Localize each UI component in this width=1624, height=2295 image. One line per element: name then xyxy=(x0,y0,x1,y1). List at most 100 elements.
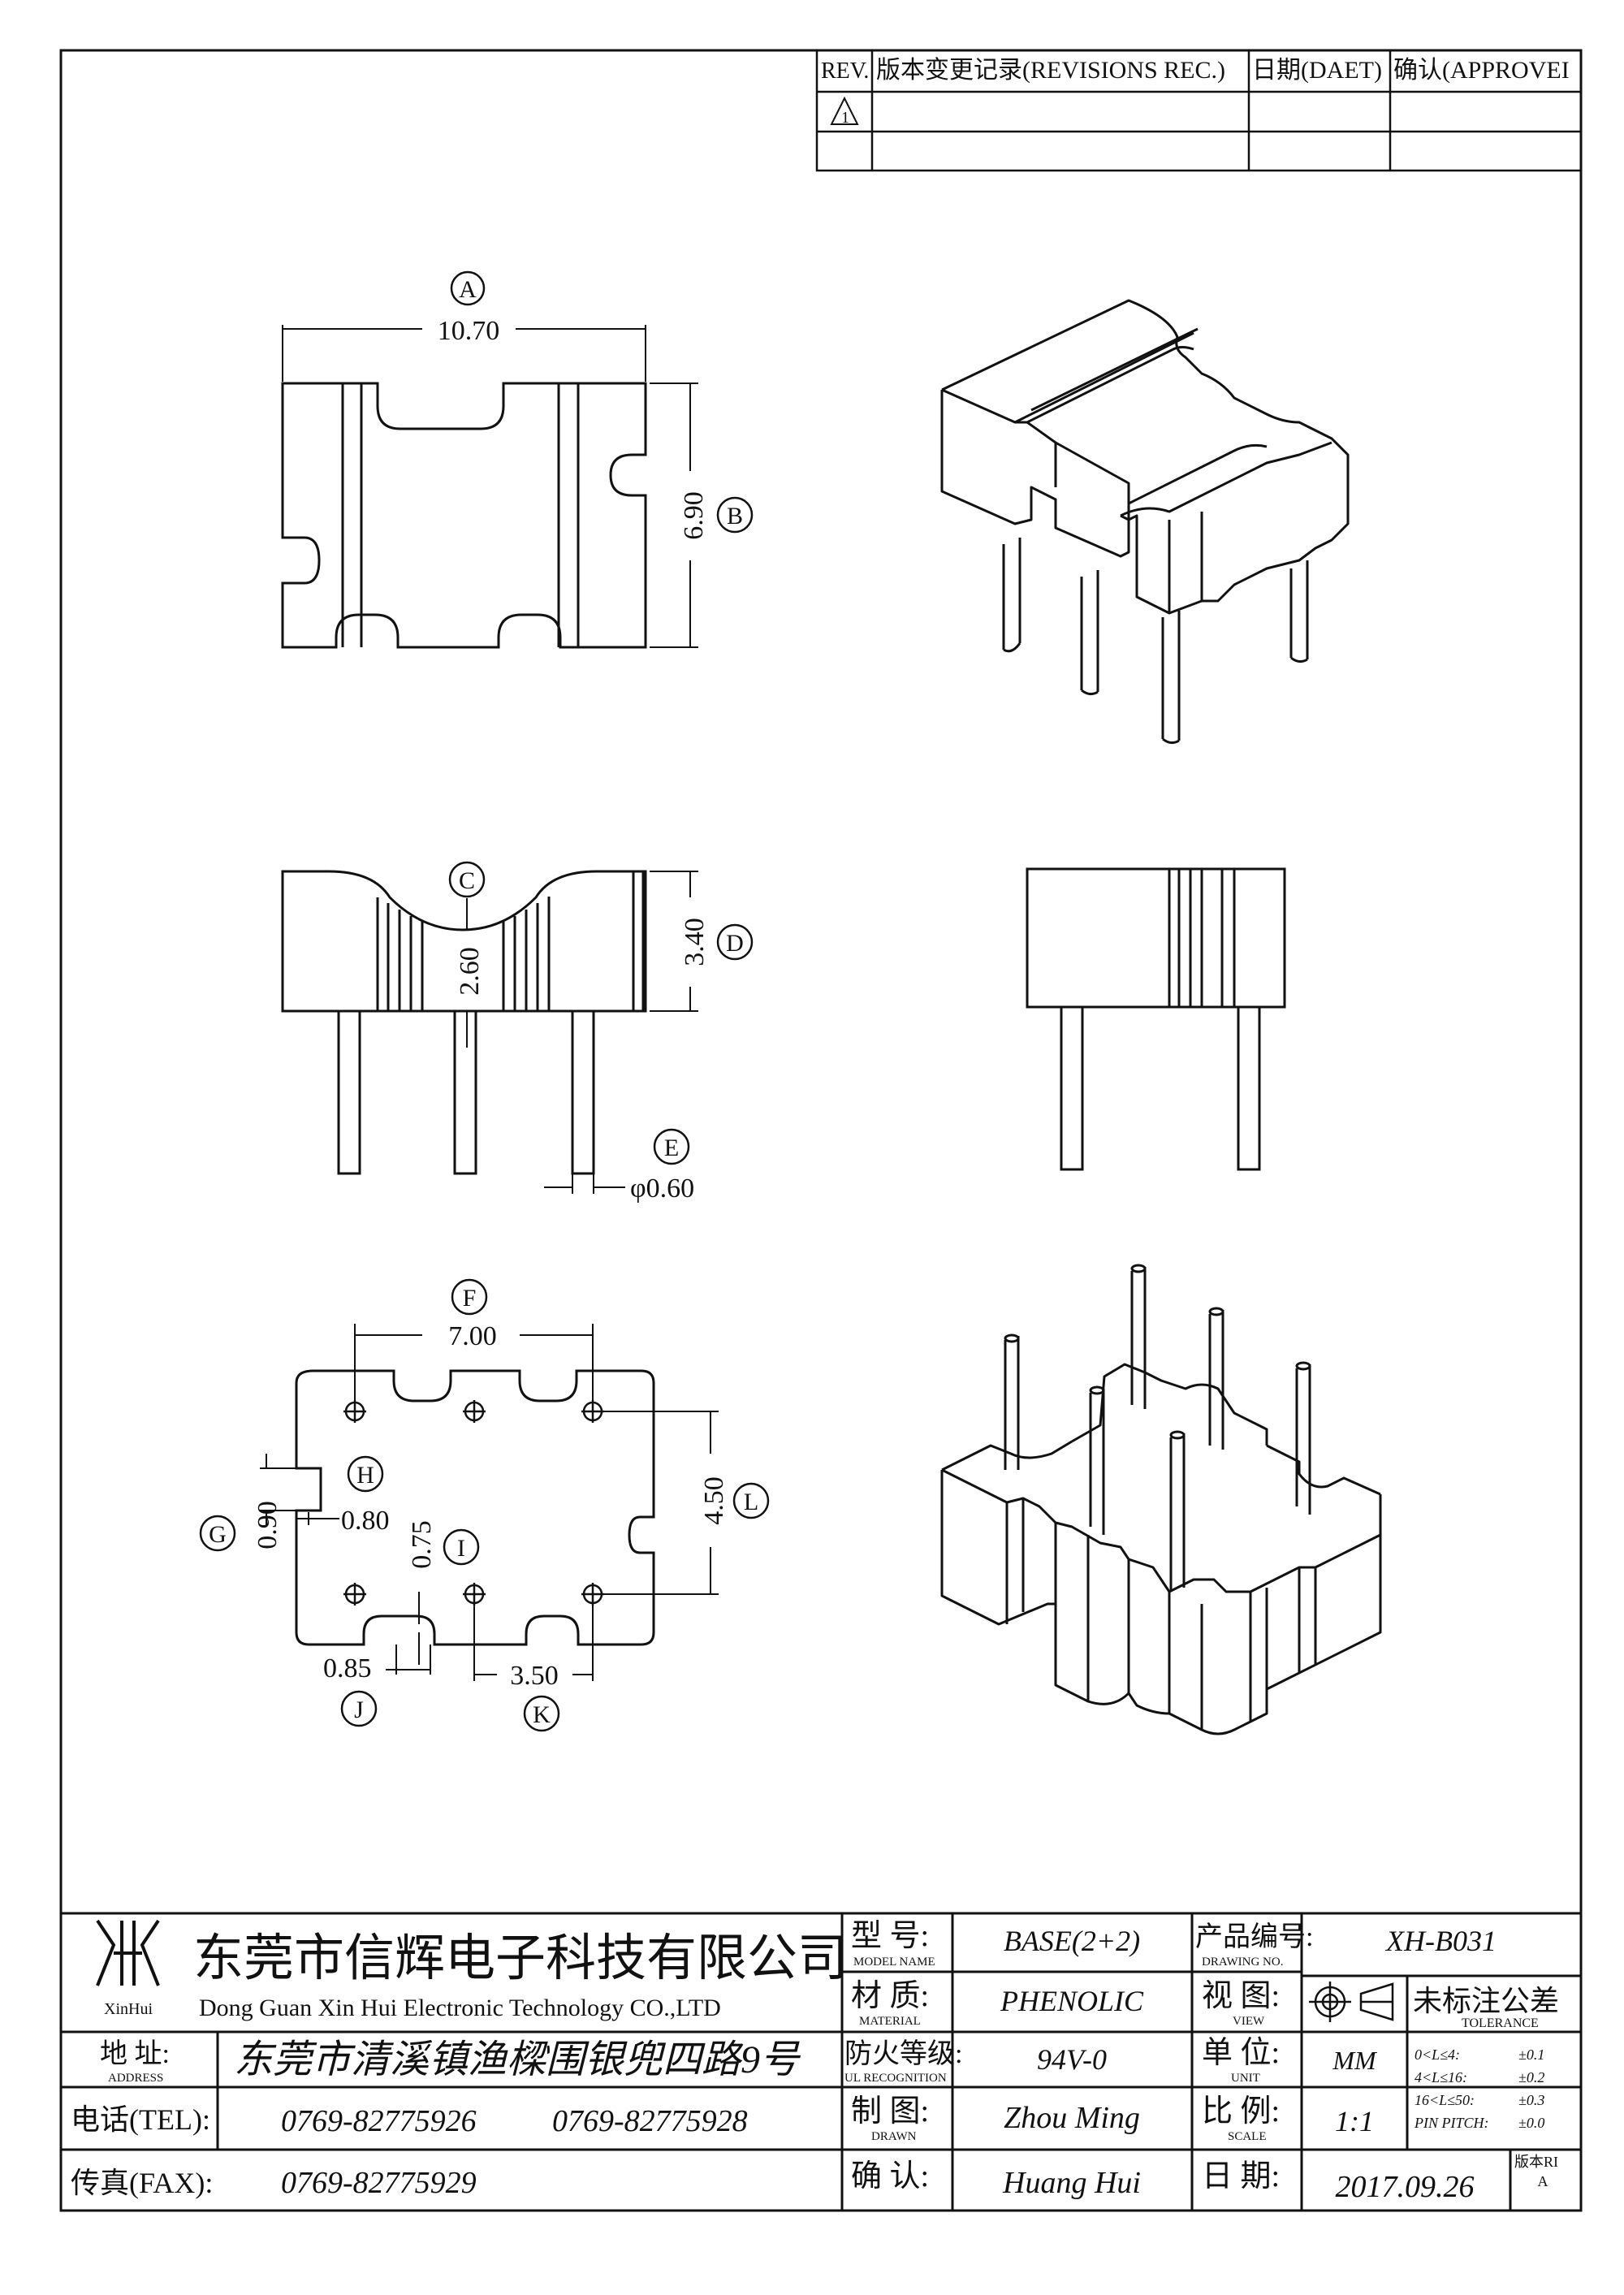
fire-rating-value: 94V-0 xyxy=(1037,2043,1107,2076)
dim-f-tag: F xyxy=(463,1285,477,1312)
fax-label: 传真(FAX): xyxy=(71,2167,213,2199)
bottom-view xyxy=(295,1369,655,1646)
fire-rating-label: 防火等级: xyxy=(844,2038,962,2069)
dim-c-lines xyxy=(464,898,469,1048)
dim-b-lines xyxy=(650,382,698,648)
unit-value: MM xyxy=(1332,2046,1378,2075)
dim-c-tag-circle xyxy=(448,861,486,898)
isometric-view-top xyxy=(940,299,1350,745)
dim-k-value: 3.50 xyxy=(510,1661,559,1691)
scale-value: 1:1 xyxy=(1335,2105,1374,2137)
dim-d-tag-circle xyxy=(716,923,754,961)
date-header: 日期(DAET) xyxy=(1252,57,1382,84)
bottom-view-holes xyxy=(343,1400,604,1606)
dim-h-value: 0.80 xyxy=(341,1506,390,1536)
dim-b-tag: B xyxy=(727,503,743,529)
dim-e-lines xyxy=(544,1173,625,1194)
dim-i-tag-circle xyxy=(443,1528,480,1566)
drawing-no-label: 产品编号: xyxy=(1195,1921,1313,1952)
dim-c-tag: C xyxy=(459,867,475,894)
dim-k-tag: K xyxy=(533,1701,551,1728)
bottom-view-outline xyxy=(295,1369,655,1646)
approve-header: 确认(APPROVEI xyxy=(1393,57,1570,84)
dim-d-lines xyxy=(650,871,698,1012)
material-value: PHENOLIC xyxy=(1000,1985,1144,2017)
dim-l-tag: L xyxy=(744,1489,758,1515)
dim-g-tag-circle xyxy=(199,1515,236,1552)
date-label: 日 期: xyxy=(1202,2159,1280,2193)
drawing-no-value: XH-B031 xyxy=(1384,1925,1497,1957)
xinhui-logo xyxy=(96,1919,160,1986)
dim-h-lines xyxy=(296,1512,339,1525)
tolerance-value-1: ±0.1 xyxy=(1518,2046,1544,2063)
dim-j-tag-circle xyxy=(340,1690,378,1727)
dim-i-tag: I xyxy=(457,1535,465,1562)
front-view xyxy=(281,870,647,1175)
fire-rating-label-en: UL RECOGNITION xyxy=(844,2072,947,2085)
projection-symbol-icon xyxy=(1309,1982,1394,2022)
tolerance-value-4: ±0.0 xyxy=(1518,2115,1544,2131)
version-label: 版本RI xyxy=(1514,2154,1558,2170)
dim-d-value: 3.40 xyxy=(680,918,710,966)
dim-g-tag: G xyxy=(209,1521,227,1548)
address-value: 东莞市清溪镇渔樑围银兜四路9号 xyxy=(234,2038,801,2081)
dim-a-lines xyxy=(282,325,646,382)
fax-value: 0769-82775929 xyxy=(281,2166,477,2200)
tolerance-range-1: 0<L≤4: xyxy=(1415,2046,1460,2063)
logo-text: XinHui xyxy=(104,2000,153,2018)
drawn-label-en: DRAWN xyxy=(871,2130,917,2143)
dim-k-tag-circle xyxy=(523,1695,560,1732)
dim-k-lines xyxy=(473,1604,594,1681)
tolerance-value-3: ±0.3 xyxy=(1518,2092,1544,2108)
tel-label: 电话(TEL): xyxy=(71,2103,210,2136)
dim-h-tag: H xyxy=(356,1462,374,1489)
drawn-value: Zhou Ming xyxy=(1004,2101,1140,2135)
tolerance-title: 未标注公差 xyxy=(1413,1985,1559,2017)
scale-label: 比 例: xyxy=(1202,2094,1280,2129)
dim-f-lines xyxy=(354,1324,594,1401)
rev-header: REV. xyxy=(821,58,869,84)
dim-c-value: 2.60 xyxy=(455,947,485,996)
tolerance-range-3: 16<L≤50: xyxy=(1415,2092,1475,2108)
dim-a-tag: A xyxy=(459,276,477,303)
unit-label: 单 位: xyxy=(1202,2036,1280,2070)
address-label-en: ADDRESS xyxy=(108,2072,163,2085)
view-label: 视 图: xyxy=(1202,1979,1280,2013)
confirm-label: 确 认: xyxy=(851,2159,929,2193)
model-label-en: MODEL NAME xyxy=(853,1956,935,1969)
dim-b-tag-circle xyxy=(716,496,754,534)
dim-i-value: 0.75 xyxy=(407,1520,437,1569)
side-view xyxy=(1026,867,1286,1171)
dim-e-tag: E xyxy=(664,1135,679,1161)
unit-label-en: UNIT xyxy=(1231,2072,1260,2085)
dim-d-tag: D xyxy=(726,930,744,957)
scale-label-en: SCALE xyxy=(1228,2130,1267,2143)
dim-g-value: 0.90 xyxy=(253,1501,283,1549)
date-value: 2017.09.26 xyxy=(1336,2170,1475,2204)
revision-triangle-number: 1 xyxy=(841,109,849,127)
dim-a-value: 10.70 xyxy=(438,316,500,346)
company-name-en: Dong Guan Xin Hui Electronic Technology … xyxy=(199,1995,721,2021)
title-block-grid xyxy=(59,1912,1583,2212)
tel-2: 0769-82775928 xyxy=(552,2104,748,2138)
tolerance-value-2: ±0.2 xyxy=(1518,2069,1544,2085)
tolerance-range-2: 4<L≤16: xyxy=(1415,2069,1467,2085)
sheet-border xyxy=(59,49,1583,2212)
dim-b-value: 6.90 xyxy=(679,491,709,540)
address-label: 地 址: xyxy=(100,2038,170,2069)
dim-e-tag-circle xyxy=(653,1128,690,1165)
revision-table xyxy=(815,49,1583,172)
model-label: 型 号: xyxy=(851,1919,929,1953)
material-label-en: MATERIAL xyxy=(859,2015,921,2028)
material-label: 材 质: xyxy=(851,1979,929,2013)
dim-l-tag-circle xyxy=(732,1482,770,1519)
dim-l-lines xyxy=(603,1411,719,1595)
dim-j-value: 0.85 xyxy=(323,1653,372,1683)
dim-j-lines xyxy=(386,1645,431,1675)
model-value: BASE(2+2) xyxy=(1004,1925,1140,1957)
version-value: A xyxy=(1538,2173,1548,2189)
drawing-no-label-en: DRAWING NO. xyxy=(1202,1956,1283,1969)
dim-l-value: 4.50 xyxy=(699,1476,729,1525)
dim-a-tag-circle xyxy=(450,270,486,306)
